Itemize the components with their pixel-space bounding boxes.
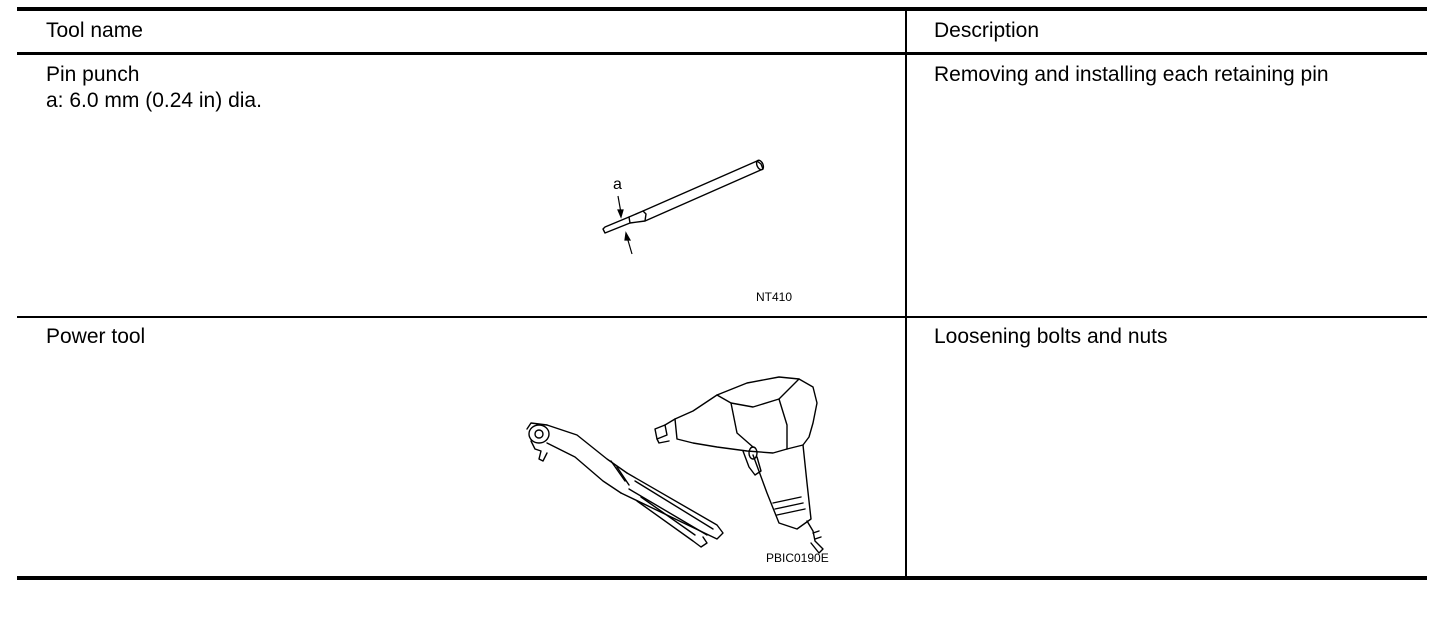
header-description: Description [934,19,1040,42]
figure-code-pbic0190e: PBIC0190E [766,551,829,565]
column-divider [905,11,907,576]
row-2-tool-name: Power tool [46,325,146,348]
header-rule [17,52,1427,55]
figure-code-nt410: NT410 [756,290,793,304]
power-tool-illustration [526,376,824,554]
row-1-description: Removing and installing each retaining p… [934,63,1329,86]
row-2-description: Loosening bolts and nuts [934,325,1168,348]
row-1-spec: a: 6.0 mm (0.24 in) dia. [46,89,262,112]
pin-punch-illustration [602,159,765,255]
tool-table: Tool name Description Pin punch a: 6.0 m… [17,7,1427,580]
row-divider [17,316,1427,318]
figure-dimension-label: a [613,176,622,193]
header-tool-name: Tool name [46,19,143,42]
row-1-tool-name: Pin punch [46,63,140,86]
